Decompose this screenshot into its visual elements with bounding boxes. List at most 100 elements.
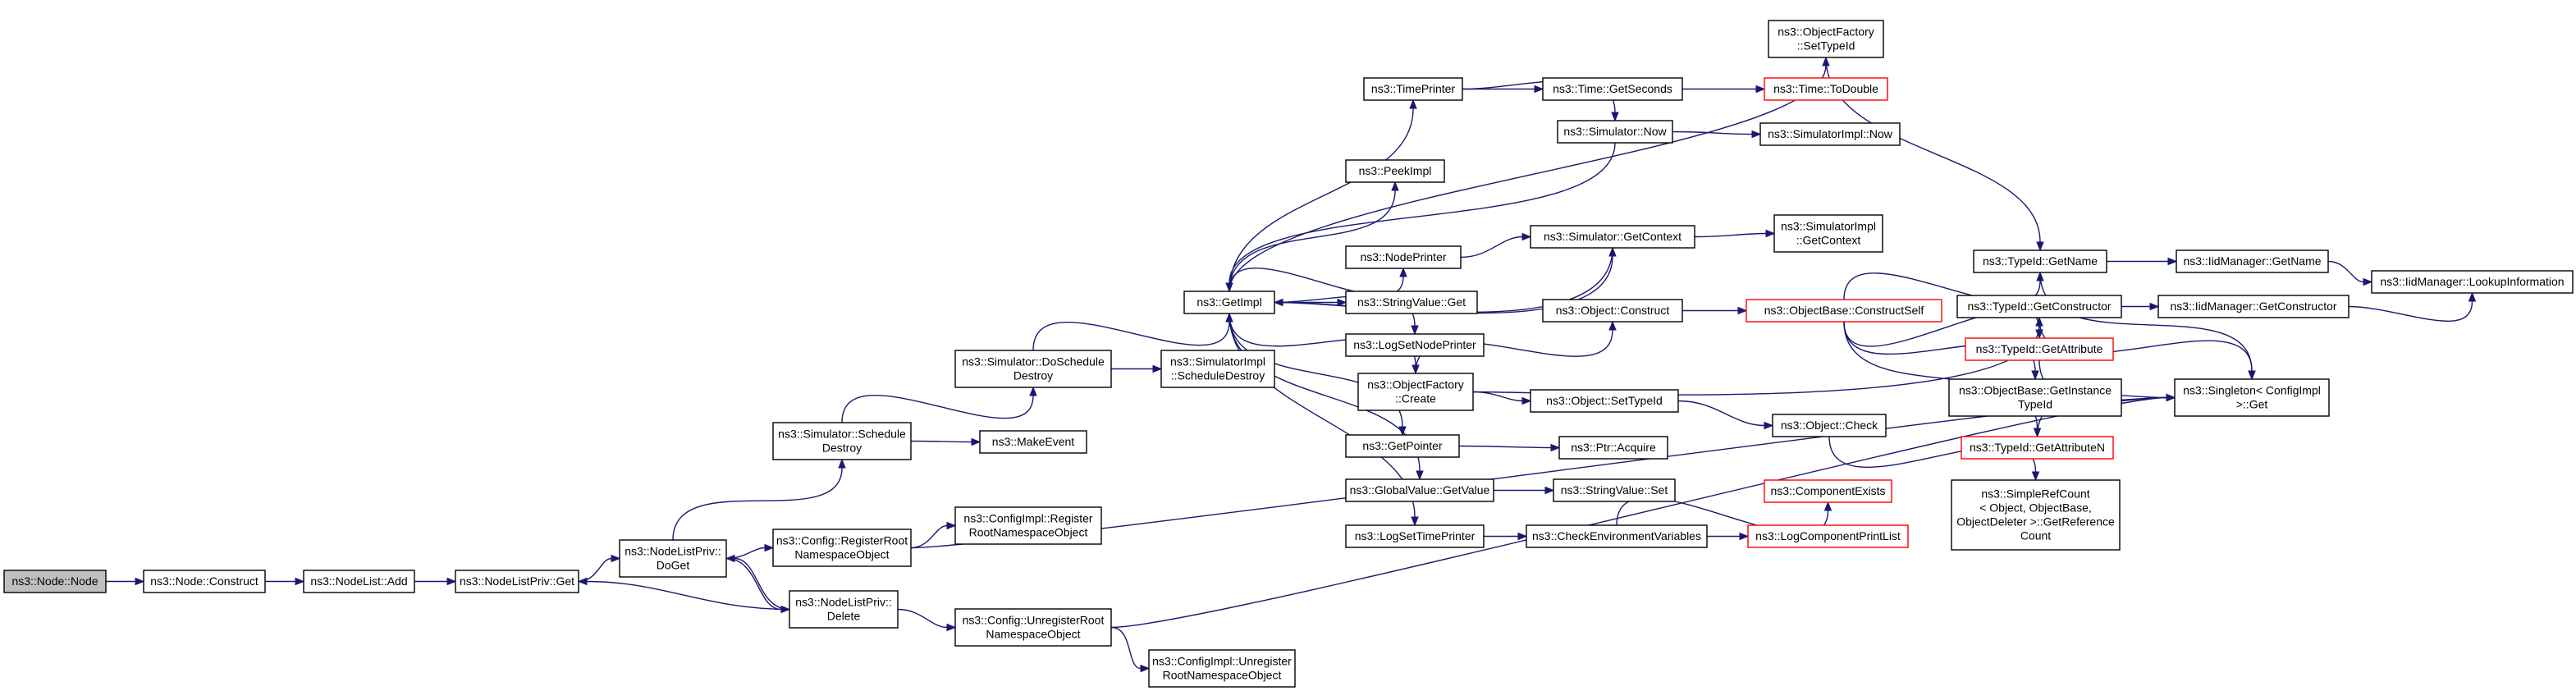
- node-iidmanager-lookup[interactable]: ns3::IidManager::LookupInformation: [2371, 270, 2574, 294]
- node-label: ns3::Singleton< ConfigImpl: [2183, 384, 2321, 397]
- node-stringvalue-get[interactable]: ns3::StringValue::Get: [1345, 291, 1478, 314]
- arrowhead-stringvalue_set: [1544, 486, 1555, 495]
- node-make-event[interactable]: ns3::MakeEvent: [979, 430, 1087, 454]
- node-label: ns3::Simulator::DoSchedule: [962, 355, 1105, 368]
- node-objectbase-constructself[interactable]: ns3::ObjectBase::ConstructSelf: [1746, 299, 1942, 323]
- edge-config_unregister-to-configimpl_unregister: [1110, 626, 1142, 670]
- edge-get_impl-to-time_printer: [1229, 108, 1414, 292]
- arrowhead-nodelistpriv_get: [446, 577, 457, 586]
- node-config-unregister[interactable]: ns3::Config::UnregisterRootNamespaceObje…: [954, 608, 1112, 647]
- node-label: < Object, ObjectBase,: [1979, 501, 2092, 515]
- node-sim-now[interactable]: ns3::Simulator::Now: [1557, 120, 1673, 144]
- node-time-todouble[interactable]: ns3::Time::ToDouble: [1764, 77, 1888, 101]
- node-component-exists[interactable]: ns3::ComponentExists: [1764, 479, 1892, 503]
- arrowhead-simimpl_now: [1751, 130, 1762, 139]
- node-box: [1542, 77, 1683, 101]
- node-nodelist-add[interactable]: ns3::NodeList::Add: [303, 570, 415, 593]
- node-nodelistpriv-doget[interactable]: ns3::NodeListPriv::DoGet: [619, 539, 727, 578]
- arrowhead-time_getseconds: [1534, 85, 1544, 94]
- node-stringvalue-set[interactable]: ns3::StringValue::Set: [1553, 478, 1676, 502]
- node-label: ObjectDeleter >::GetReference: [1956, 515, 2115, 529]
- node-label: ns3::Object::SetTypeId: [1546, 394, 1663, 407]
- node-simplerefcount[interactable]: ns3::SimpleRefCount< Object, ObjectBase,…: [1951, 479, 2121, 551]
- node-box: [1357, 373, 1474, 411]
- node-label: NamespaceObject: [986, 628, 1080, 641]
- arrowhead-sim_now: [1611, 112, 1619, 122]
- node-log-set-node-printer[interactable]: ns3::LogSetNodePrinter: [1345, 333, 1485, 357]
- node-sim-getcontext[interactable]: ns3::Simulator::GetContext: [1530, 225, 1695, 249]
- node-simimpl-schedule-destroy[interactable]: ns3::SimulatorImpl::ScheduleDestroy: [1160, 350, 1275, 388]
- node-check-env[interactable]: ns3::CheckEnvironmentVariables: [1526, 524, 1708, 548]
- node-box: [954, 506, 1102, 545]
- node-nodelistpriv-delete[interactable]: ns3::NodeListPriv::Delete: [789, 590, 899, 629]
- node-box: [1345, 159, 1445, 183]
- arrowhead-config_unregister: [946, 623, 957, 632]
- node-box: [619, 539, 727, 578]
- node-configimpl-register[interactable]: ns3::ConfigImpl::RegisterRootNamespaceOb…: [954, 506, 1102, 545]
- node-label: ns3::Object::Construct: [1556, 304, 1670, 317]
- node-objectfactory-settypeid[interactable]: ns3::ObjectFactory::SetTypeId: [1768, 20, 1884, 58]
- node-configimpl-unregister[interactable]: ns3::ConfigImpl::UnregisterRootNamespace…: [1148, 649, 1296, 688]
- node-log-component-printlist[interactable]: ns3::LogComponentPrintList: [1747, 524, 1909, 548]
- edge-config_register-to-configimpl_register: [910, 524, 948, 549]
- node-simimpl-now[interactable]: ns3::SimulatorImpl::Now: [1759, 122, 1901, 146]
- node-label: ns3::ObjectBase::ConstructSelf: [1764, 304, 1924, 317]
- node-typeid-getconstructor[interactable]: ns3::TypeId::GetConstructor: [1956, 295, 2122, 318]
- node-label: ns3::PeekImpl: [1359, 164, 1432, 177]
- node-sim-schedule-destroy[interactable]: ns3::Simulator::ScheduleDestroy: [772, 422, 912, 460]
- node-label: NamespaceObject: [794, 548, 889, 561]
- node-label: Destroy: [822, 442, 862, 455]
- node-typeid-getattributen[interactable]: ns3::TypeId::GetAttributeN: [1961, 436, 2114, 460]
- node-box: [1345, 434, 1460, 458]
- node-label: ns3::NodeListPriv::: [625, 545, 721, 558]
- node-node-construct[interactable]: ns3::Node::Construct: [143, 570, 266, 593]
- node-box: [2371, 270, 2574, 294]
- node-label: ns3::IidManager::GetName: [2183, 254, 2321, 268]
- node-label: ns3::IidManager::LookupInformation: [2380, 275, 2564, 288]
- node-simimpl-getcontext[interactable]: ns3::SimulatorImpl::GetContext: [1773, 214, 1883, 253]
- edge-objectfactory_create-to-object_settypeid: [1472, 391, 1523, 402]
- edge-nodelistpriv_doget-to-sim_schedule_destroy: [672, 467, 843, 541]
- node-box: [2176, 249, 2329, 273]
- node-box: [1558, 436, 1668, 460]
- node-get-pointer[interactable]: ns3::GetPointer: [1345, 434, 1460, 458]
- node-iidmanager-getname[interactable]: ns3::IidManager::GetName: [2176, 249, 2329, 273]
- node-object-check[interactable]: ns3::Object::Check: [1772, 414, 1887, 437]
- node-object-settypeid[interactable]: ns3::Object::SetTypeId: [1530, 389, 1679, 413]
- arrowhead-log_set_time_printer: [1411, 516, 1419, 527]
- edge-iidmanager_getconstructor-to-iidmanager_lookup: [2348, 300, 2473, 322]
- node-node-printer[interactable]: ns3::NodePrinter: [1345, 245, 1462, 269]
- node-time-getseconds[interactable]: ns3::Time::GetSeconds: [1542, 77, 1683, 101]
- edge-nodelistpriv_delete-to-nodelistpriv_get: [586, 580, 790, 611]
- node-box: [1553, 478, 1676, 502]
- node-objectfactory-create[interactable]: ns3::ObjectFactory::Create: [1357, 373, 1474, 411]
- node-label: ns3::CheckEnvironmentVariables: [1532, 529, 1701, 542]
- node-globalvalue-getvalue[interactable]: ns3::GlobalValue::GetValue: [1345, 478, 1494, 502]
- node-iidmanager-getconstructor[interactable]: ns3::IidManager::GetConstructor: [2157, 295, 2350, 318]
- node-typeid-getattribute[interactable]: ns3::TypeId::GetAttribute: [1965, 337, 2114, 361]
- arrowhead-ptr_acquire: [1550, 443, 1561, 452]
- arrowhead-globalvalue_getvalue: [1416, 470, 1424, 481]
- node-box: [1183, 291, 1275, 314]
- node-get-impl[interactable]: ns3::GetImpl: [1183, 291, 1275, 314]
- edge-nodelistpriv_doget-to-nodelistpriv_delete: [725, 557, 782, 611]
- node-node-node[interactable]: ns3::Node::Node: [3, 570, 107, 593]
- node-box: [2174, 378, 2330, 417]
- node-object-construct[interactable]: ns3::Object::Construct: [1542, 299, 1683, 323]
- node-nodelistpriv-get[interactable]: ns3::NodeListPriv::Get: [455, 570, 579, 593]
- edge-sim_doschedule_destroy-to-get_impl: [1032, 321, 1230, 351]
- node-ptr-acquire[interactable]: ns3::Ptr::Acquire: [1558, 436, 1668, 460]
- arrowhead-nodelistpriv_get: [577, 577, 588, 586]
- node-singleton-get[interactable]: ns3::Singleton< ConfigImpl>::Get: [2174, 378, 2330, 417]
- arrowhead-stringvalue_get: [1337, 298, 1347, 307]
- node-peek-impl[interactable]: ns3::PeekImpl: [1345, 159, 1445, 183]
- node-typeid-getname[interactable]: ns3::TypeId::GetName: [1973, 249, 2107, 273]
- edge-sim_getcontext-to-get_impl: [1282, 247, 1613, 313]
- node-log-set-time-printer[interactable]: ns3::LogSetTimePrinter: [1345, 524, 1485, 548]
- node-time-printer[interactable]: ns3::TimePrinter: [1363, 77, 1463, 101]
- node-label: ::Create: [1395, 392, 1436, 405]
- node-label: RootNamespaceObject: [969, 526, 1088, 539]
